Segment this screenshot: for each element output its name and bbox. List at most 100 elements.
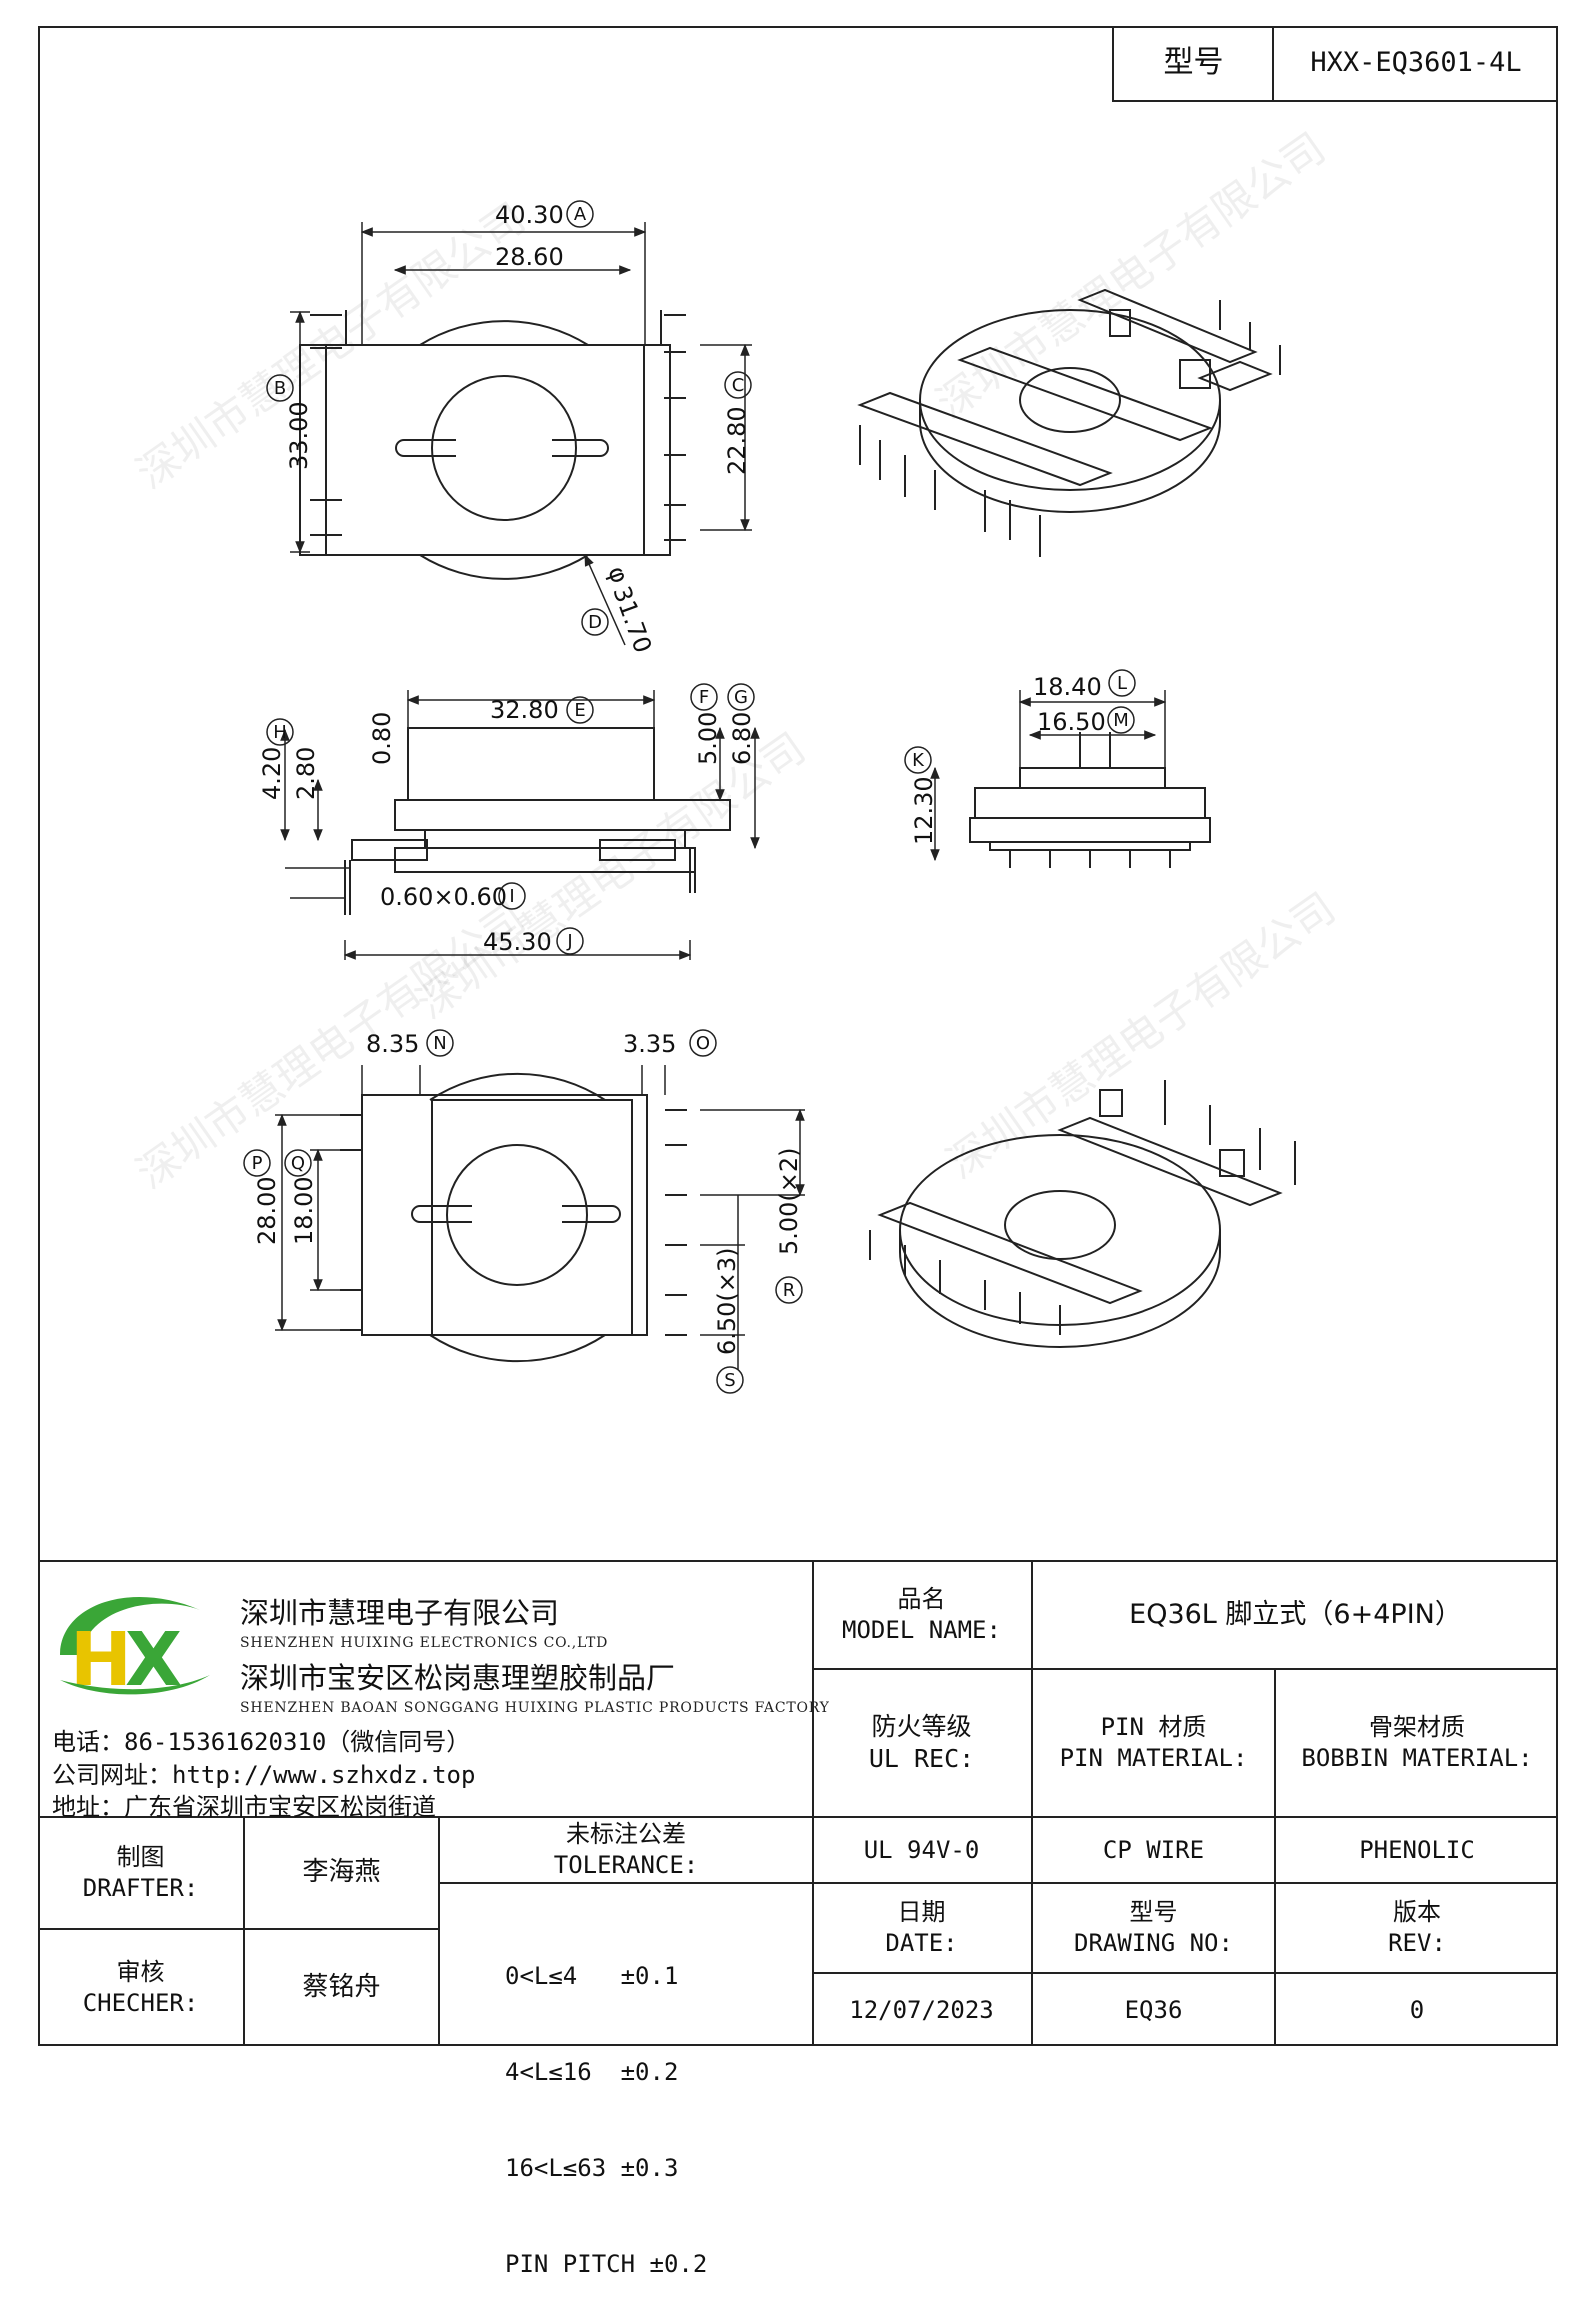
- tolerance-line-4: PIN PITCH ±0.2: [505, 2250, 708, 2278]
- factory-name-cn: 深圳市宝安区松岗惠理塑胶制品厂: [240, 1661, 676, 1695]
- tolerance-line-3: 16<L≤63 ±0.3: [505, 2154, 679, 2182]
- dim-K-value: 12.30: [910, 776, 938, 845]
- top-view-1-inner: [325, 344, 645, 556]
- header-model-label: 型号: [1112, 26, 1273, 102]
- watermark-text-4: 深圳市慧理电子有限公司: [128, 893, 535, 1198]
- date-label-cn: 日期: [897, 1898, 946, 1927]
- pin-material-value-text: CP WIRE: [1102, 1835, 1205, 1864]
- drawing-frame: [38, 26, 1558, 2046]
- title-block: [38, 1560, 1558, 2046]
- side-view-1-top: [407, 727, 655, 801]
- dim-G-value: 6.80: [728, 712, 756, 765]
- tolerance-label-en: TOLERANCE:: [553, 1851, 699, 1879]
- technical-drawing: 深圳市慧理电子有限公司 深圳市慧理电子有限公司 深圳市慧理电子有限公司 深圳市慧…: [128, 123, 1345, 1394]
- pin-material-label-en: PIN MATERIAL:: [1059, 1744, 1248, 1772]
- dim-J-value: 45.30: [483, 928, 552, 956]
- drawing-no-value-text: EQ36: [1124, 1995, 1183, 2024]
- top-view-1-hole: [431, 375, 577, 521]
- letter-L: L: [1117, 673, 1127, 694]
- tolerance-label-cn: 未标注公差: [566, 1820, 686, 1849]
- tolerance-line-2: 4<L≤16 ±0.2: [505, 2058, 679, 2086]
- dim-C-value: 22.80: [723, 406, 751, 475]
- model-name-label-en: MODEL NAME:: [842, 1616, 1001, 1644]
- model-name-label: 品名 MODEL NAME:: [812, 1562, 1031, 1668]
- checker-name-text: 蔡铭舟: [302, 1972, 381, 2003]
- dim-28-60-value: 28.60: [495, 243, 564, 271]
- top-view-1: [290, 222, 752, 646]
- pin-material-label: PIN 材质 PIN MATERIAL:: [1033, 1670, 1274, 1816]
- checker-label-en: CHECHER:: [82, 1989, 199, 2017]
- top-view-1-slot-left: [395, 439, 456, 457]
- bobbin-material-label-cn: 骨架材质: [1369, 1713, 1465, 1742]
- header-model-value: HXX-EQ3601-4L: [1272, 26, 1558, 102]
- drawing-no-label: 型号 DRAWING NO:: [1033, 1884, 1274, 1972]
- drafter-label-en: DRAFTER:: [82, 1874, 199, 1902]
- drawing-no-label-cn: 型号: [1129, 1898, 1178, 1927]
- top-view-1-arc-top: [419, 320, 589, 346]
- rev-label-en: REV:: [1388, 1929, 1446, 1957]
- letter-M: M: [1113, 710, 1129, 731]
- watermark-text-2: 深圳市慧理电子有限公司: [928, 123, 1335, 428]
- tolerance-values: 0<L≤4 ±0.1 4<L≤16 ±0.2 16<L≤63 ±0.3 PIN …: [505, 1896, 707, 2312]
- top-view-1-slot-right: [552, 439, 609, 457]
- model-name-value-text: EQ36L 脚立式（6+4PIN）: [1129, 1598, 1462, 1630]
- ul-rec-value: UL 94V-0: [812, 1818, 1031, 1882]
- drafter-label: 制图 DRAFTER:: [38, 1818, 243, 1928]
- drafter-name-text: 李海燕: [302, 1857, 381, 1888]
- bobbin-material-label-en: BOBBIN MATERIAL:: [1301, 1744, 1533, 1772]
- rev-value-text: 0: [1409, 1995, 1425, 2024]
- letter-J: J: [566, 931, 572, 952]
- dim-F-value: 5.00: [694, 712, 722, 765]
- logo-swoosh: [60, 1675, 210, 1695]
- bobbin-material-label: 骨架材质 BOBBIN MATERIAL:: [1276, 1670, 1558, 1816]
- letter-N: N: [433, 1033, 446, 1054]
- ul-rec-value-text: UL 94V-0: [863, 1835, 980, 1864]
- checker-name: 蔡铭舟: [245, 1930, 438, 2046]
- letter-C: C: [732, 375, 745, 396]
- drafter-name: 李海燕: [245, 1818, 438, 1928]
- top-view-2: [275, 1065, 805, 1370]
- dim-O-value: 3.35: [623, 1030, 676, 1058]
- rev-label-cn: 版本: [1393, 1898, 1441, 1927]
- dim-M-value: 16.50: [1037, 708, 1106, 736]
- company-website: 公司网址：http://www.szhxdz.top: [52, 1761, 476, 1789]
- letter-F: F: [699, 687, 709, 708]
- dim-D-value: 31.70: [607, 582, 657, 656]
- top-view-1-pins-left: [310, 314, 342, 536]
- company-address: 地址：广东省深圳市宝安区松岗街道: [52, 1793, 436, 1821]
- letter-E: E: [574, 700, 585, 721]
- dim-A-value: 40.30: [495, 201, 564, 229]
- company-name-cn: 深圳市慧理电子有限公司: [240, 1596, 560, 1630]
- bobbin-material-value-text: PHENOLIC: [1359, 1835, 1475, 1864]
- company-name-en: SHENZHEN HUIXING ELECTRONICS CO.,LTD: [240, 1635, 609, 1651]
- date-label-en: DATE:: [885, 1929, 958, 1957]
- dim-E-value: 32.80: [490, 696, 559, 724]
- dim-S-value: 6.50(×3): [713, 1247, 741, 1355]
- dim-0-80-value: 0.80: [368, 712, 396, 765]
- model-name-value: EQ36L 脚立式（6+4PIN）: [1033, 1562, 1558, 1668]
- watermark-text-3: 深圳市慧理电子有限公司: [408, 723, 815, 1028]
- letter-H: H: [273, 722, 287, 743]
- letter-Q: Q: [291, 1153, 305, 1174]
- letter-I: I: [509, 886, 514, 907]
- watermark-group: 深圳市慧理电子有限公司 深圳市慧理电子有限公司 深圳市慧理电子有限公司 深圳市慧…: [128, 123, 1345, 1198]
- checker-label: 审核 CHECHER:: [38, 1930, 243, 2046]
- date-label: 日期 DATE:: [812, 1884, 1031, 1972]
- tolerance-label: 未标注公差 TOLERANCE:: [440, 1818, 812, 1882]
- letter-P: P: [252, 1153, 263, 1174]
- date-value: 12/07/2023: [812, 1974, 1031, 2046]
- reference-letters: [243, 200, 1136, 1394]
- letter-A: A: [574, 204, 587, 225]
- top-view-1-arc-bottom: [419, 554, 589, 580]
- front-view: [930, 690, 1211, 868]
- date-value-text: 12/07/2023: [849, 1995, 994, 2024]
- logo-arc: [60, 1597, 200, 1655]
- dim-N-value: 8.35: [366, 1030, 419, 1058]
- header-model-label-text: 型号: [1163, 44, 1224, 80]
- letter-O: O: [696, 1033, 710, 1054]
- dim-H-value: 4.20: [258, 747, 286, 800]
- isometric-view-1: [857, 288, 1281, 557]
- bobbin-material-value: PHENOLIC: [1276, 1818, 1558, 1882]
- letter-S: S: [724, 1370, 735, 1391]
- header-model-value-text: HXX-EQ3601-4L: [1310, 46, 1522, 78]
